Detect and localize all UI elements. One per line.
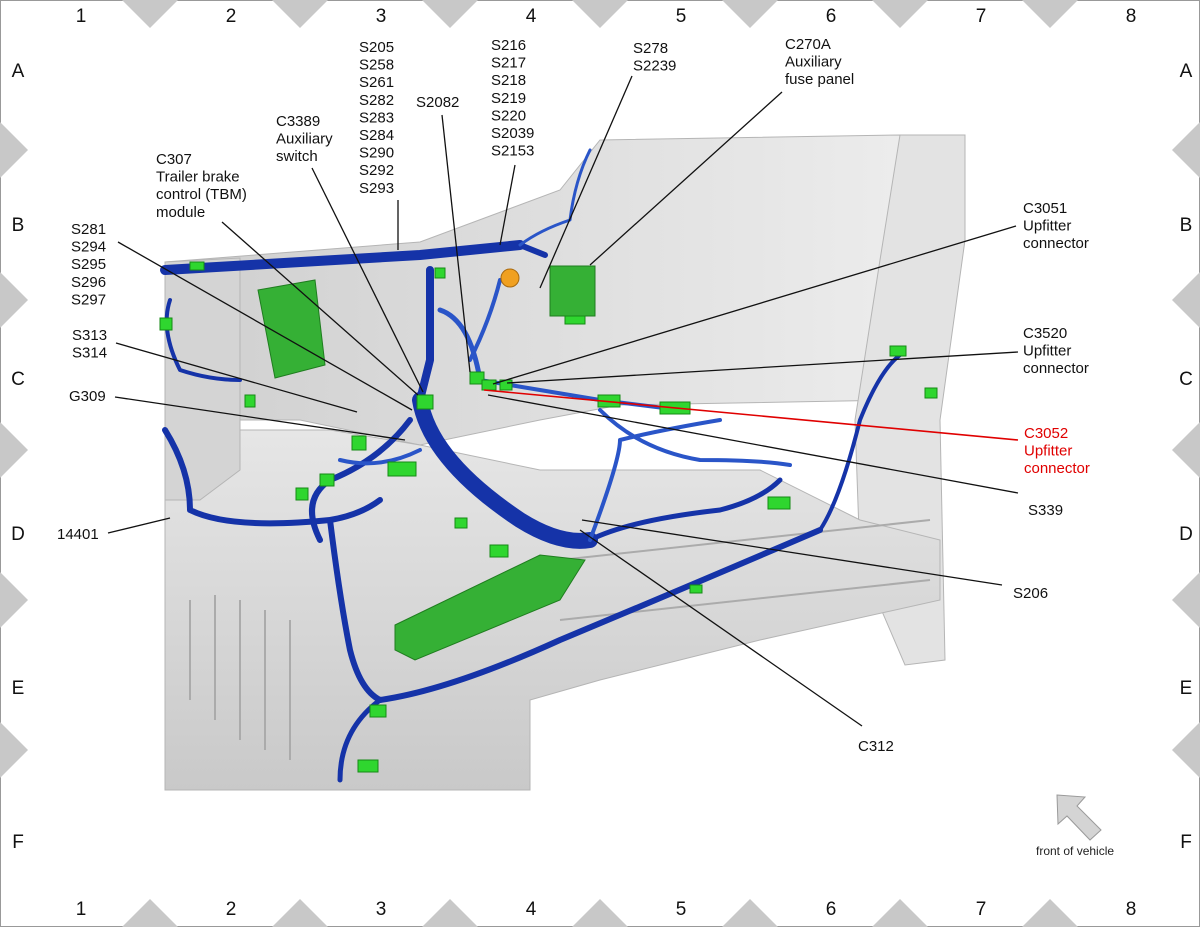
modules — [257, 265, 596, 661]
leader-c307 — [221, 221, 419, 396]
leader-s278 — [539, 75, 633, 289]
row-label: C — [11, 369, 25, 390]
callout-c307: C307 Trailer brake control (TBM) module — [156, 151, 251, 221]
leader-c312 — [579, 529, 863, 727]
callout-s339: S339 — [1028, 502, 1063, 519]
col-label: 5 — [676, 6, 687, 27]
row-labels-left: A B C D E F — [11, 61, 25, 853]
callout-c3520: C3520 Upfitter connector — [1023, 325, 1089, 377]
callout-c3052: C3052 Upfitter connector — [1024, 425, 1090, 477]
col-label: 8 — [1126, 6, 1137, 27]
leader-s339 — [487, 394, 1019, 494]
column-labels-top: 1 2 3 4 5 6 7 8 — [76, 6, 1137, 27]
col-label: 4 — [526, 6, 537, 27]
leader-c3520 — [506, 351, 1019, 384]
amber-relay — [500, 268, 520, 288]
leader-c270a — [589, 91, 783, 266]
leader-c3052 — [483, 389, 1019, 441]
callout-s2082: S2082 — [416, 94, 459, 111]
front-of-vehicle-indicator: front of vehicle — [1036, 794, 1114, 858]
callout-g309: G309 — [69, 388, 106, 405]
leader-s281 — [117, 241, 413, 411]
callout-labels: S205 S258 S261 S282 S283 S284 S290 S292 … — [57, 36, 1090, 755]
callout-14401: 14401 — [57, 526, 99, 543]
leader-lines — [107, 75, 1019, 727]
leader-s2082 — [441, 114, 471, 373]
col-label: 6 — [826, 899, 837, 920]
col-label: 1 — [76, 899, 87, 920]
auxiliary-fuse-panel — [549, 265, 596, 317]
connectors — [159, 261, 938, 773]
row-label: B — [1180, 215, 1193, 236]
callout-s205: S205 S258 S261 S282 S283 S284 S290 S292 … — [359, 39, 398, 197]
row-label: D — [1179, 524, 1193, 545]
wiring-harness — [160, 148, 902, 783]
col-label: 3 — [376, 6, 387, 27]
trailer-brake-module — [257, 279, 326, 379]
col-label: 2 — [226, 899, 237, 920]
column-labels-bottom: 1 2 3 4 5 6 7 8 — [76, 899, 1137, 920]
leader-s313 — [115, 342, 358, 413]
front-of-vehicle-label: front of vehicle — [1036, 844, 1114, 858]
leader-c3389 — [311, 167, 424, 393]
leader-s206 — [581, 519, 1003, 586]
leader-s216 — [499, 164, 516, 246]
leader-g309 — [114, 396, 406, 441]
callout-s278: S278 S2239 — [633, 40, 676, 75]
callout-c3051: C3051 Upfitter connector — [1023, 200, 1089, 252]
floor-pan — [164, 429, 941, 791]
row-label: E — [1180, 678, 1193, 699]
row-label: F — [12, 832, 24, 853]
row-labels-right: A B C D E F — [1179, 61, 1193, 853]
col-label: 7 — [976, 6, 987, 27]
callout-s313: S313 S314 — [72, 327, 111, 362]
leader-c3051 — [492, 225, 1017, 385]
col-label: 5 — [676, 899, 687, 920]
callout-s216: S216 S217 S218 S219 S220 S2039 S2153 — [491, 37, 539, 160]
row-label: A — [12, 61, 25, 82]
row-label: D — [11, 524, 25, 545]
col-label: 4 — [526, 899, 537, 920]
vehicle-body-illustration — [164, 134, 966, 791]
callout-s281: S281 S294 S295 S296 S297 — [71, 221, 110, 308]
leader-14401 — [107, 517, 171, 534]
row-label: A — [1180, 61, 1193, 82]
left-side-panel — [164, 257, 241, 501]
row-label: E — [12, 678, 25, 699]
callout-c270a: C270A Auxiliary fuse panel — [785, 36, 854, 88]
row-label: B — [12, 215, 25, 236]
col-label: 8 — [1126, 899, 1137, 920]
body-control-module — [394, 554, 586, 661]
arrow-up-left-icon — [1056, 794, 1102, 841]
callout-s206: S206 — [1013, 585, 1048, 602]
callout-c3389: C3389 Auxiliary switch — [276, 113, 337, 165]
col-label: 1 — [76, 6, 87, 27]
callout-c312: C312 — [858, 738, 894, 755]
col-label: 2 — [226, 6, 237, 27]
row-label: C — [1179, 369, 1193, 390]
row-label: F — [1180, 832, 1192, 853]
cab-rear-wall — [164, 134, 901, 446]
col-label: 6 — [826, 6, 837, 27]
col-label: 3 — [376, 899, 387, 920]
col-label: 7 — [976, 899, 987, 920]
